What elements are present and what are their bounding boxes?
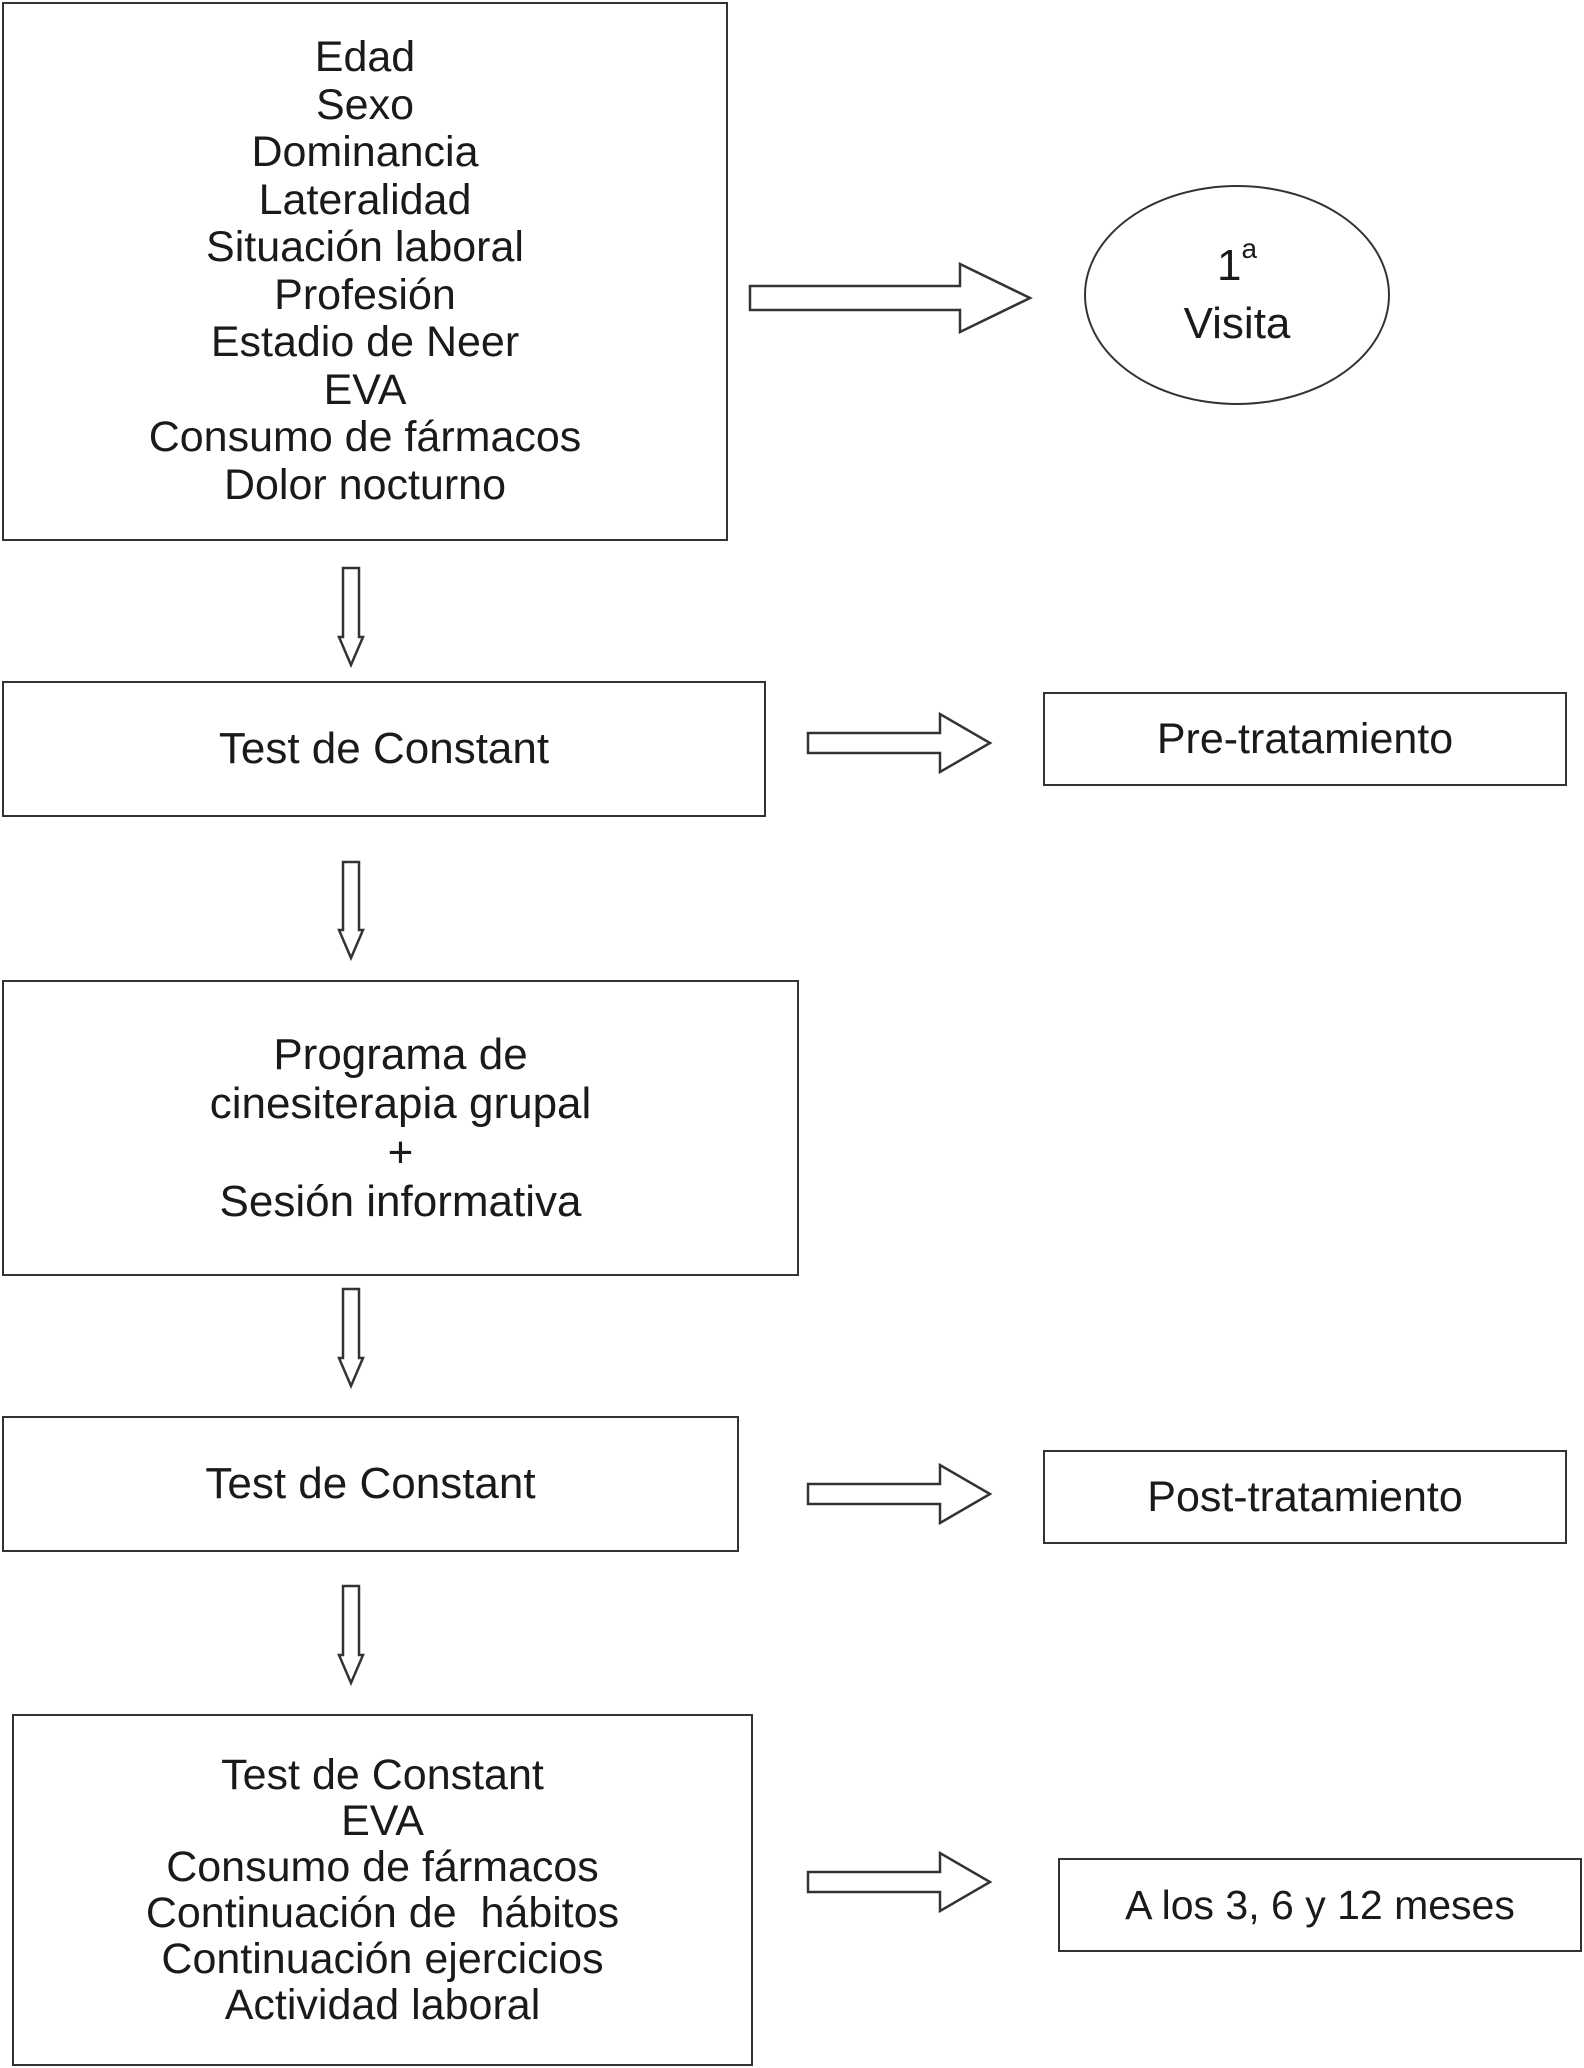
first-visit-label: Visita	[1183, 299, 1291, 348]
post-treatment-label: Post-tratamiento	[1147, 1472, 1463, 1521]
first-visit-ellipse: 1a Visita	[1084, 185, 1390, 405]
intake-line: Lateralidad	[258, 175, 472, 224]
final-line: Continuación de hábitos	[145, 1889, 620, 1937]
final-line: Actividad laboral	[224, 1981, 541, 2029]
first-visit-number: 1a	[1216, 233, 1258, 291]
final-line: Consumo de fármacos	[166, 1843, 599, 1891]
first-visit-superscript: a	[1241, 233, 1258, 264]
arrow-right-visit	[748, 262, 1033, 334]
pre-treatment-label: Pre-tratamiento	[1156, 714, 1454, 763]
final-line: Test de Constant	[221, 1751, 544, 1799]
arrow-down-1	[337, 566, 365, 669]
program-line: +	[387, 1128, 414, 1177]
program-box: Programa de cinesiterapia grupal + Sesió…	[2, 980, 799, 1276]
final-line: Continuación ejercicios	[161, 1935, 604, 1983]
program-line: cinesiterapia grupal	[209, 1079, 592, 1128]
arrow-down-3	[337, 1287, 365, 1390]
constant-test-label: Test de Constant	[218, 724, 550, 773]
constant-test-box-2: Test de Constant	[2, 1416, 739, 1552]
arrow-right-pre	[806, 711, 993, 775]
intake-line: Edad	[314, 33, 416, 81]
final-line: EVA	[341, 1797, 424, 1845]
pre-treatment-box: Pre-tratamiento	[1043, 692, 1567, 786]
constant-test-label: Test de Constant	[205, 1459, 536, 1508]
post-treatment-box: Post-tratamiento	[1043, 1450, 1567, 1544]
intake-line: Sexo	[315, 80, 414, 129]
follow-up-variables-box: Test de Constant EVA Consumo de fármacos…	[12, 1714, 753, 2066]
arrow-right-post	[806, 1462, 993, 1526]
arrow-down-4	[337, 1584, 365, 1687]
intake-line: Profesión	[274, 270, 456, 319]
intake-line: Situación laboral	[206, 223, 524, 271]
program-line: Programa de	[273, 1030, 528, 1079]
follow-up-timing-box: A los 3, 6 y 12 meses	[1058, 1858, 1582, 1952]
intake-line: Consumo de fármacos	[148, 413, 582, 461]
arrow-right-followup	[806, 1850, 993, 1914]
intake-variables-box: Edad Sexo Dominancia Lateralidad Situaci…	[2, 2, 728, 541]
program-line: Sesión informativa	[219, 1177, 582, 1226]
arrow-down-2	[337, 860, 365, 962]
follow-up-timing-label: A los 3, 6 y 12 meses	[1125, 1881, 1515, 1928]
intake-line: EVA	[323, 365, 407, 414]
intake-line: Estadio de Neer	[210, 318, 520, 366]
intake-line: Dominancia	[251, 128, 479, 176]
intake-line: Dolor nocturno	[223, 460, 507, 509]
constant-test-box-1: Test de Constant	[2, 681, 766, 817]
